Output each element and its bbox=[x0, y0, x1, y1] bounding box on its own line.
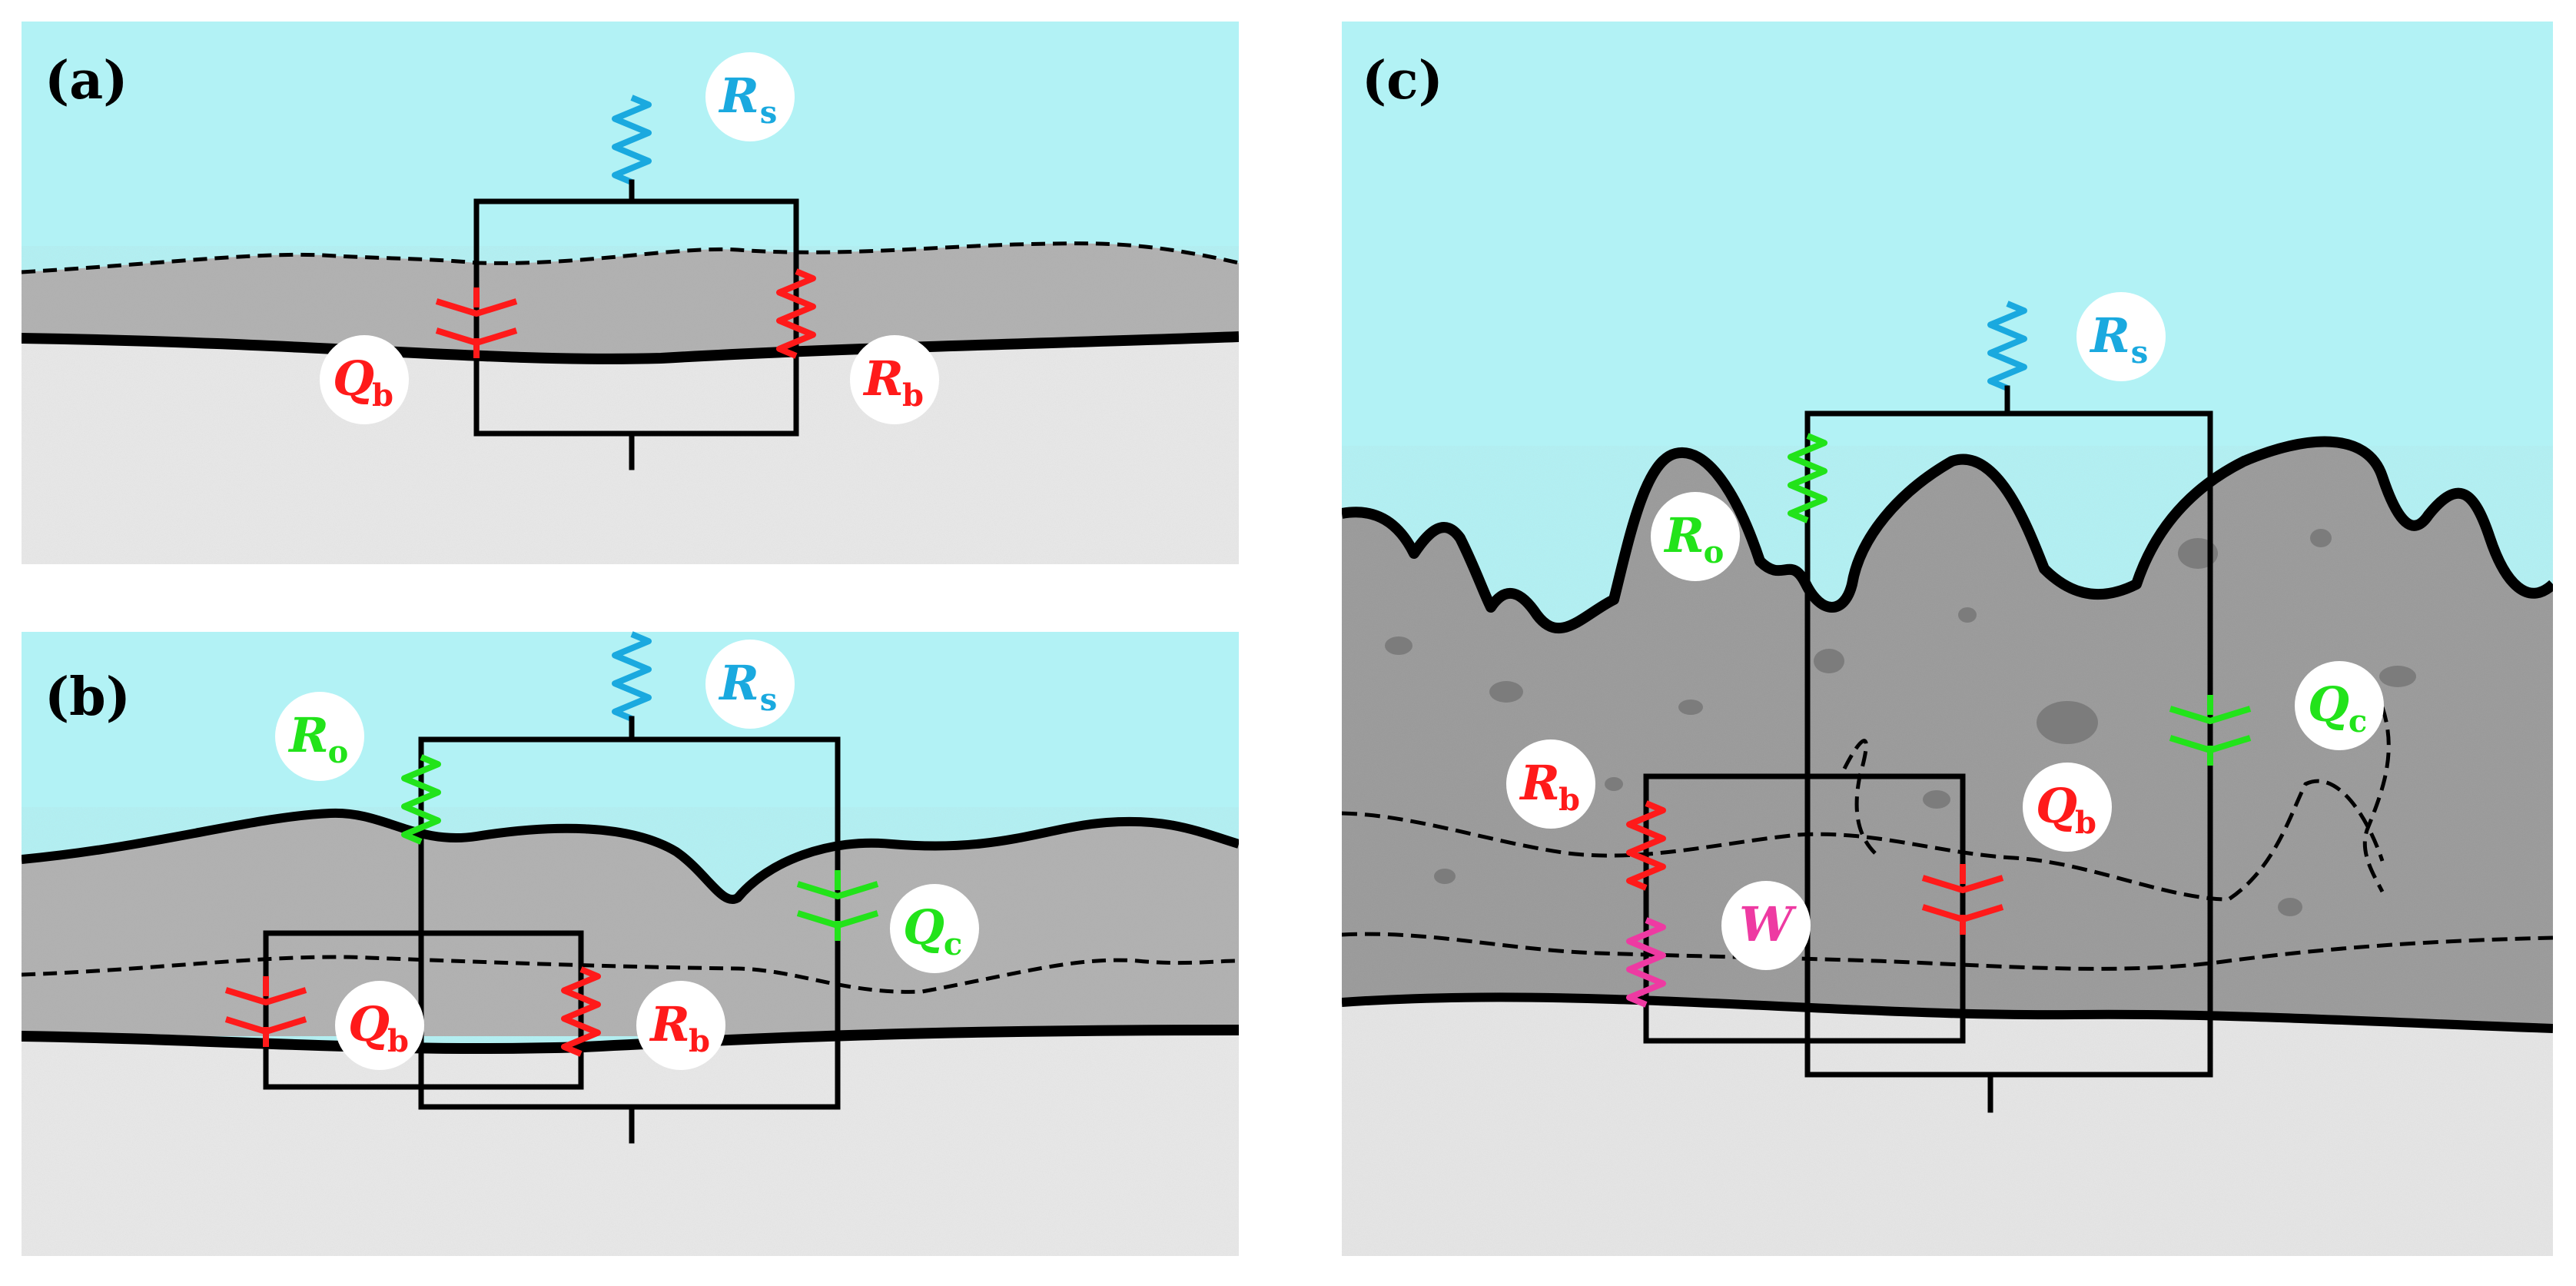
panel-a-qb-label-bg bbox=[320, 335, 409, 424]
panel-c-qb-cpe bbox=[1921, 864, 2004, 935]
panel-c-ro-resistor bbox=[1788, 433, 1827, 523]
panel-c-qc-label-bg bbox=[2295, 661, 2384, 750]
panel-c-qb-label-subscript: b bbox=[2075, 805, 2096, 841]
panel-b-qc-label-symbol: Q bbox=[903, 899, 944, 955]
panel-b-rb-resistor bbox=[561, 966, 601, 1057]
panel-a-outer-boundary bbox=[22, 241, 1239, 274]
panel-a-rb-label: Rb bbox=[850, 335, 939, 424]
panel-b-ro-label-symbol: R bbox=[287, 707, 329, 763]
panel-b-rb-label-symbol: R bbox=[649, 996, 690, 1052]
panel-b-ro-label: Ro bbox=[275, 692, 364, 781]
panel-a-qb-label-subscript: b bbox=[372, 377, 393, 414]
panel-b-qb-label-subscript: b bbox=[387, 1023, 409, 1059]
panel-c-ro-label: Ro bbox=[1651, 492, 1740, 581]
panel-b-outer-box bbox=[418, 736, 841, 1110]
panel-b-rb-label: Rb bbox=[636, 981, 725, 1070]
panel-b-rb-label-subscript: b bbox=[689, 1023, 710, 1059]
panel-b-qc-label: Qc bbox=[890, 884, 979, 973]
panel-b-rs-resistor bbox=[612, 631, 652, 722]
panel-c-ro-label-subscript: o bbox=[1704, 534, 1725, 570]
panel-c-rb-label: Rb bbox=[1506, 739, 1595, 829]
panel-c-inner-box bbox=[1643, 773, 1966, 1044]
panel-c-ro-label-bg bbox=[1651, 492, 1740, 581]
panel-a-rb-label-symbol: R bbox=[862, 351, 904, 407]
panel-c-qb-label: Qb bbox=[2023, 763, 2112, 852]
panel-c-outer-surface bbox=[1342, 436, 2553, 634]
panel-a-metal-interface bbox=[22, 331, 1239, 364]
panel-c-rb-label-bg bbox=[1506, 739, 1595, 829]
panel-c-crack-2 bbox=[2362, 706, 2391, 893]
panel-b-qb-cpe bbox=[224, 976, 307, 1047]
panel-c-rs-label-bg bbox=[2076, 292, 2166, 381]
panel-b-rs-label-subscript: s bbox=[760, 682, 778, 718]
panel-a: (a) bbox=[22, 22, 1239, 564]
panel-a-qb-label: Qb bbox=[320, 335, 409, 424]
panel-c-qc-label: Qc bbox=[2295, 661, 2384, 750]
panel-b-ro-resistor bbox=[401, 754, 441, 845]
panel-c-w-element bbox=[1626, 917, 1666, 1008]
panel-b-metal-interface bbox=[22, 1025, 1239, 1055]
panel-c-w-label-symbol: W bbox=[1739, 896, 1797, 952]
panel-c-w-label: W bbox=[1721, 881, 1811, 970]
panel-b-qb-label-symbol: Q bbox=[348, 996, 390, 1052]
panel-a-rs-resistor bbox=[612, 95, 652, 185]
panel-a-rs-label-subscript: s bbox=[760, 95, 778, 131]
panel-b-ro-label-subscript: o bbox=[328, 734, 349, 770]
panel-b-qb-label: Qb bbox=[335, 981, 424, 1070]
panel-b-ro-label-bg bbox=[275, 692, 364, 781]
panel-a-texture bbox=[22, 246, 1239, 564]
panel-a-rb-label-subscript: b bbox=[902, 377, 924, 414]
panel-c-rs-resistor bbox=[1987, 301, 2027, 391]
panel-b-qb-label-bg bbox=[335, 981, 424, 1070]
panel-c-qb-label-symbol: Q bbox=[2036, 778, 2077, 834]
panel-c-rb-label-symbol: R bbox=[1519, 755, 1560, 811]
panel-b-rb-label-bg bbox=[636, 981, 725, 1070]
panel-c-qc-label-symbol: Q bbox=[2308, 676, 2349, 733]
panel-b-qc-cpe bbox=[796, 870, 879, 941]
panel-b-inner-boundary bbox=[22, 955, 1239, 994]
panel-c-label: (c) bbox=[1362, 50, 1443, 111]
panel-c-ro-label-symbol: R bbox=[1663, 507, 1705, 563]
panel-b-rs-label-symbol: R bbox=[718, 655, 759, 711]
panel-c-rb-label-subscript: b bbox=[1559, 782, 1580, 818]
panel-c: (c) bbox=[1342, 22, 2553, 1256]
panel-a-rs-label-bg bbox=[705, 52, 795, 141]
panel-b-qc-label-bg bbox=[890, 884, 979, 973]
panel-c-outer-box bbox=[1804, 410, 2213, 1078]
panel-b-label: (b) bbox=[45, 666, 131, 728]
panel-c-inner-boundary-2 bbox=[1342, 932, 2553, 971]
panel-a-rb-resistor bbox=[776, 268, 816, 359]
panel-b-rs-label-bg bbox=[705, 640, 795, 729]
panel-b-outer-surface bbox=[22, 808, 1239, 904]
panel-c-metal-interface bbox=[1342, 992, 2553, 1033]
panel-c-qb-label-bg bbox=[2023, 763, 2112, 852]
panel-c-rs-label-subscript: s bbox=[2131, 334, 2149, 371]
panel-c-qc-cpe bbox=[2169, 695, 2252, 766]
panel-b-qc-label-subscript: c bbox=[944, 926, 962, 962]
panel-c-rb-resistor bbox=[1626, 800, 1666, 891]
panel-a-qb-cpe bbox=[435, 287, 518, 358]
panel-c-rs-label-symbol: R bbox=[2089, 307, 2130, 364]
panel-c-w-label-bg bbox=[1721, 881, 1811, 970]
panel-a-rb-label-bg bbox=[850, 335, 939, 424]
panel-c-qc-label-subscript: c bbox=[2349, 703, 2367, 739]
panel-a-qb-label-symbol: Q bbox=[333, 351, 374, 407]
panel-a-label: (a) bbox=[45, 50, 128, 111]
panel-c-inner-boundary-1 bbox=[1342, 779, 2385, 902]
panel-a-rs-label-symbol: R bbox=[718, 68, 759, 124]
